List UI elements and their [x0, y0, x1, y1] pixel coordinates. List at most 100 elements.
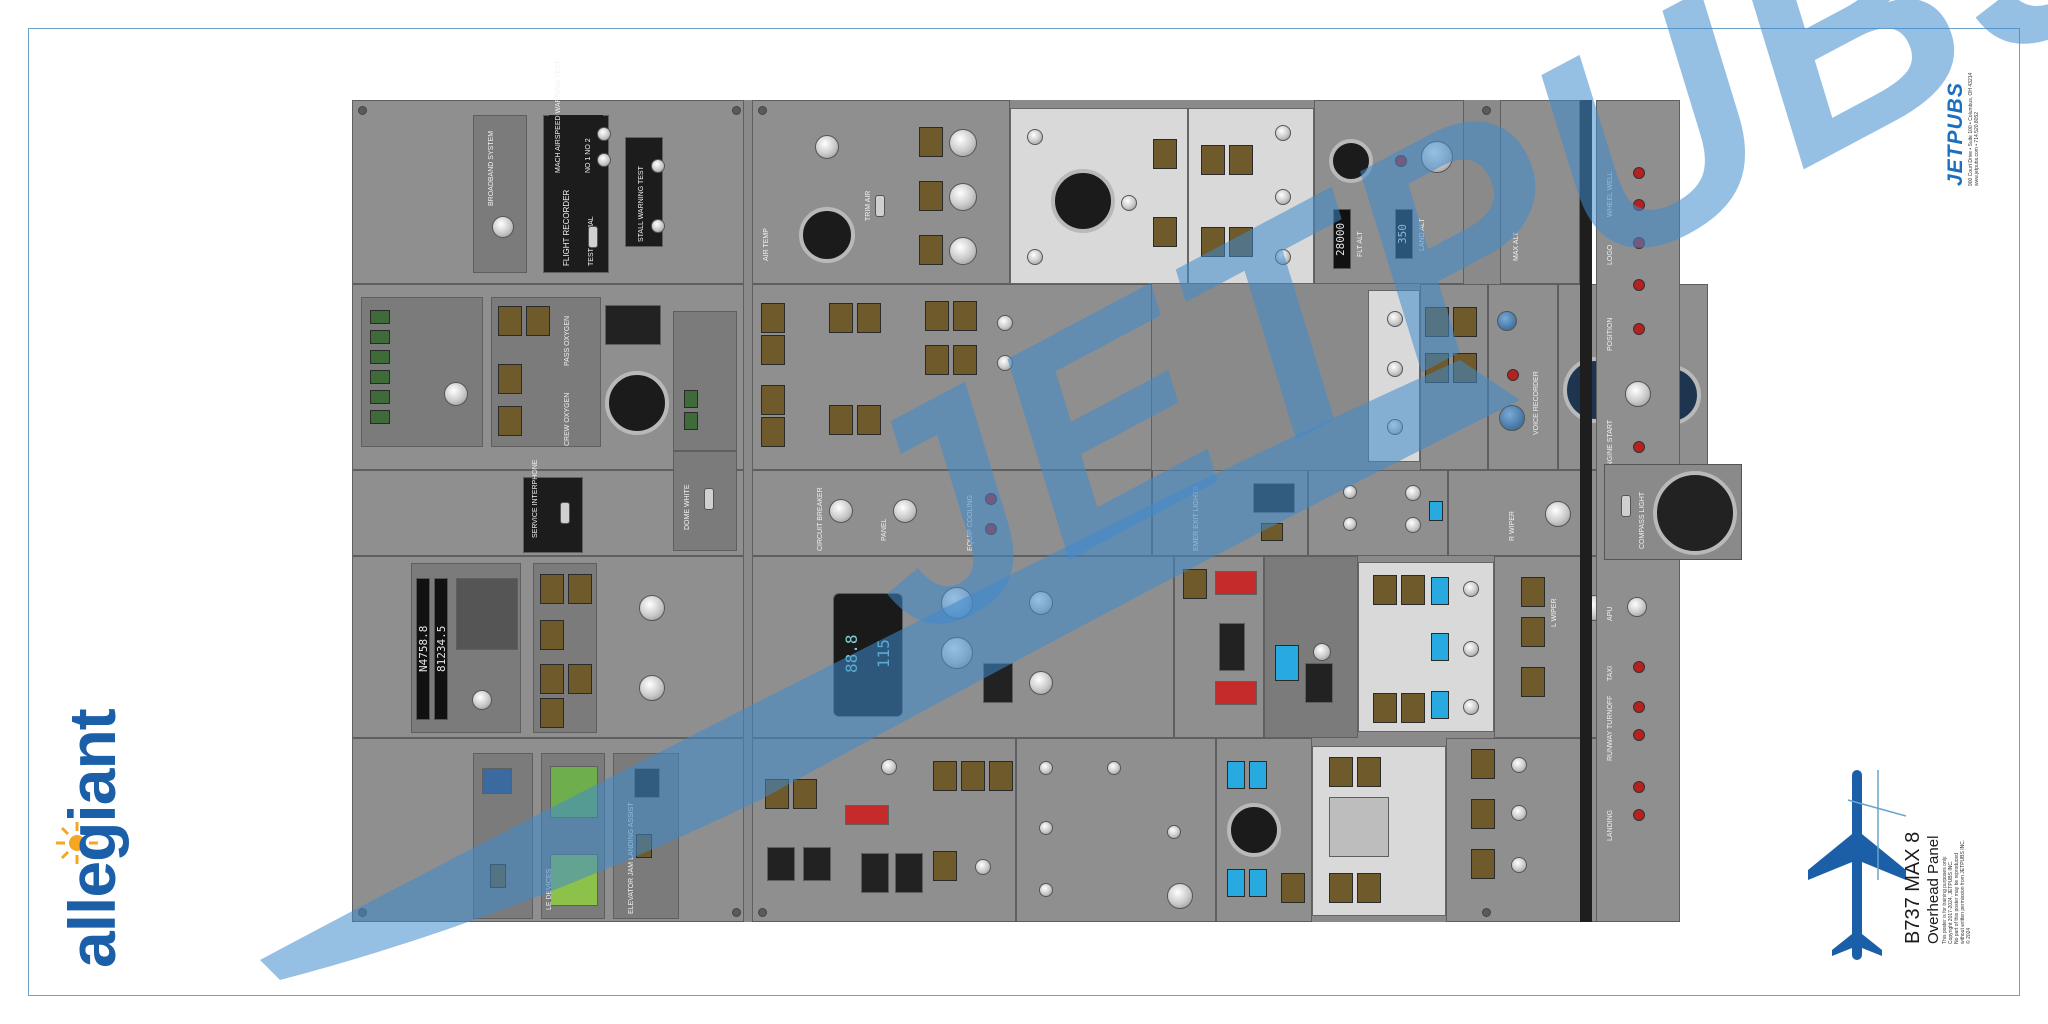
crossfeed-selector[interactable]	[1329, 797, 1389, 857]
stall-test-button-2[interactable]	[651, 219, 665, 233]
air-temp-gauge	[799, 207, 855, 263]
ac-meter-selector[interactable]	[941, 637, 973, 669]
emer-exit-lights-guard[interactable]	[1253, 483, 1295, 513]
irs-display-1: N4758.8	[416, 578, 430, 720]
pack-switch-l[interactable]	[1275, 125, 1291, 141]
pass-oxygen-switch-guard[interactable]	[605, 305, 661, 345]
flt-control-b-switch[interactable]	[803, 847, 831, 881]
voice-recorder-erase-button[interactable]	[1499, 405, 1525, 431]
runway-turnoff-switch[interactable]	[1633, 701, 1645, 713]
spoiler-a-switch[interactable]	[861, 853, 889, 893]
pass-oxygen-panel: PASS OXYGEN CREW OXYGEN	[491, 297, 601, 447]
circuit-breaker-dimmer[interactable]	[829, 499, 853, 523]
probe-heat-annunciator-2	[857, 303, 881, 333]
flight-recorder-switch[interactable]	[588, 226, 598, 248]
aft-cab-knob[interactable]	[949, 237, 977, 265]
pack-switch-r[interactable]	[1275, 249, 1291, 265]
compass-light-switch[interactable]	[1621, 495, 1631, 517]
standby-power-guard-lower[interactable]	[1215, 681, 1257, 705]
pressurization-mode-knob[interactable]	[1421, 141, 1453, 173]
air-temp-selector-knob[interactable]	[815, 135, 839, 159]
ignition-select-switch[interactable]	[1633, 441, 1645, 453]
hyd-pump-switch-1[interactable]	[1387, 311, 1403, 327]
irs-annunciator-2	[568, 574, 592, 604]
apu-gen-switch[interactable]	[1463, 641, 1479, 657]
position-light-switch[interactable]	[1633, 279, 1645, 291]
bleed-switch-2[interactable]	[1027, 249, 1043, 265]
mach-test-button-1[interactable]	[597, 127, 611, 141]
source-switch[interactable]	[1107, 761, 1121, 775]
irs-keypad[interactable]	[456, 578, 518, 650]
mach-test-button-2[interactable]	[597, 153, 611, 167]
wing-light-switch[interactable]	[1633, 199, 1645, 211]
broadband-knob[interactable]	[492, 216, 514, 238]
irs-switch[interactable]	[1039, 821, 1053, 835]
bleed-switch-1[interactable]	[1027, 129, 1043, 145]
galley-switch[interactable]	[1029, 591, 1053, 615]
taxi-light-switch[interactable]	[1633, 661, 1645, 673]
fuel-pump-switch-3[interactable]	[1511, 857, 1527, 873]
alt-horn-cutout-button[interactable]	[1497, 311, 1517, 331]
fasten-belts-section	[1308, 470, 1448, 556]
trim-air-switch[interactable]	[875, 195, 885, 217]
duct-pressure-gauge	[1051, 169, 1115, 233]
control-panel-switch[interactable]	[1167, 825, 1181, 839]
service-interphone-switch[interactable]	[560, 502, 570, 524]
panel-dimmer[interactable]	[893, 499, 917, 523]
isolation-valve-switch[interactable]	[1121, 195, 1137, 211]
fuel-valve-light-1	[1227, 761, 1245, 789]
dc-meter-selector[interactable]	[941, 587, 973, 619]
alternate-flaps-guard[interactable]	[845, 805, 889, 825]
irs-mode-knob[interactable]	[472, 690, 492, 710]
fuel-pump-switch-1[interactable]	[1511, 757, 1527, 773]
stall-test-button-1[interactable]	[651, 159, 665, 173]
ground-power-button[interactable]	[1313, 643, 1331, 661]
anti-collision-light-switch[interactable]	[1633, 323, 1645, 335]
eng-anti-ice-switch[interactable]	[997, 355, 1013, 371]
yaw-damper-switch[interactable]	[975, 859, 991, 875]
engine-start-1-knob[interactable]	[1625, 381, 1651, 407]
vhf-nav-switch[interactable]	[1039, 761, 1053, 775]
logo-light-switch[interactable]	[1633, 237, 1645, 249]
chime-only-switch[interactable]	[1343, 485, 1357, 499]
attend-button[interactable]	[1405, 485, 1421, 501]
landing-light-switch-r[interactable]	[1633, 809, 1645, 821]
flt-control-a-switch[interactable]	[767, 847, 795, 881]
irs-right-knob[interactable]	[639, 675, 665, 701]
fuel-pump-switch-2[interactable]	[1511, 805, 1527, 821]
standby-power-guard-upper[interactable]	[1215, 571, 1257, 595]
mach-no1-no2-label: NO 1 NO 2	[585, 138, 592, 173]
fwd-cab-knob[interactable]	[949, 183, 977, 211]
apu-switch[interactable]	[1627, 597, 1647, 617]
wheel-well-light-switch[interactable]	[1633, 167, 1645, 179]
displays-source-knob[interactable]	[1167, 883, 1193, 909]
standby-power-switch[interactable]	[983, 663, 1013, 703]
cont-cab-knob[interactable]	[949, 129, 977, 157]
apu-bleed-switch[interactable]	[1275, 189, 1291, 205]
ground-power-switch[interactable]	[1305, 663, 1333, 703]
runway-turnoff-switch-r[interactable]	[1633, 729, 1645, 741]
gen-1-off-bus-light	[1431, 577, 1449, 605]
spoiler-b-switch[interactable]	[895, 853, 923, 893]
alternate-flaps-switch[interactable]	[881, 759, 897, 775]
bat-switch[interactable]	[1029, 671, 1053, 695]
elt-switch-guard[interactable]	[482, 768, 512, 794]
ground-power-available-light	[1275, 645, 1299, 681]
title-block: B737 MAX 8 Overhead Panel This poster is…	[1902, 744, 1972, 944]
elevator-jam-switch[interactable]	[634, 768, 660, 798]
hyd-pump-switch-3[interactable]	[1387, 419, 1403, 435]
grd-call-button[interactable]	[1405, 517, 1421, 533]
wing-anti-ice-switch[interactable]	[997, 315, 1013, 331]
irs-left-knob[interactable]	[639, 595, 665, 621]
selector-knob[interactable]	[444, 382, 468, 406]
r-wiper-knob[interactable]	[1545, 501, 1571, 527]
circuit-breaker-section: CIRCUIT BREAKER PANEL EQUIP COOLING	[752, 470, 1152, 556]
fmc-switch[interactable]	[1039, 883, 1053, 897]
gen-2-switch[interactable]	[1463, 699, 1479, 715]
dome-light-switch[interactable]	[704, 488, 714, 510]
standby-power-switch-center[interactable]	[1219, 623, 1245, 671]
landing-light-switch[interactable]	[1633, 781, 1645, 793]
gen-1-switch[interactable]	[1463, 581, 1479, 597]
fasten-belts-switch[interactable]	[1343, 517, 1357, 531]
hyd-pump-switch-2[interactable]	[1387, 361, 1403, 377]
